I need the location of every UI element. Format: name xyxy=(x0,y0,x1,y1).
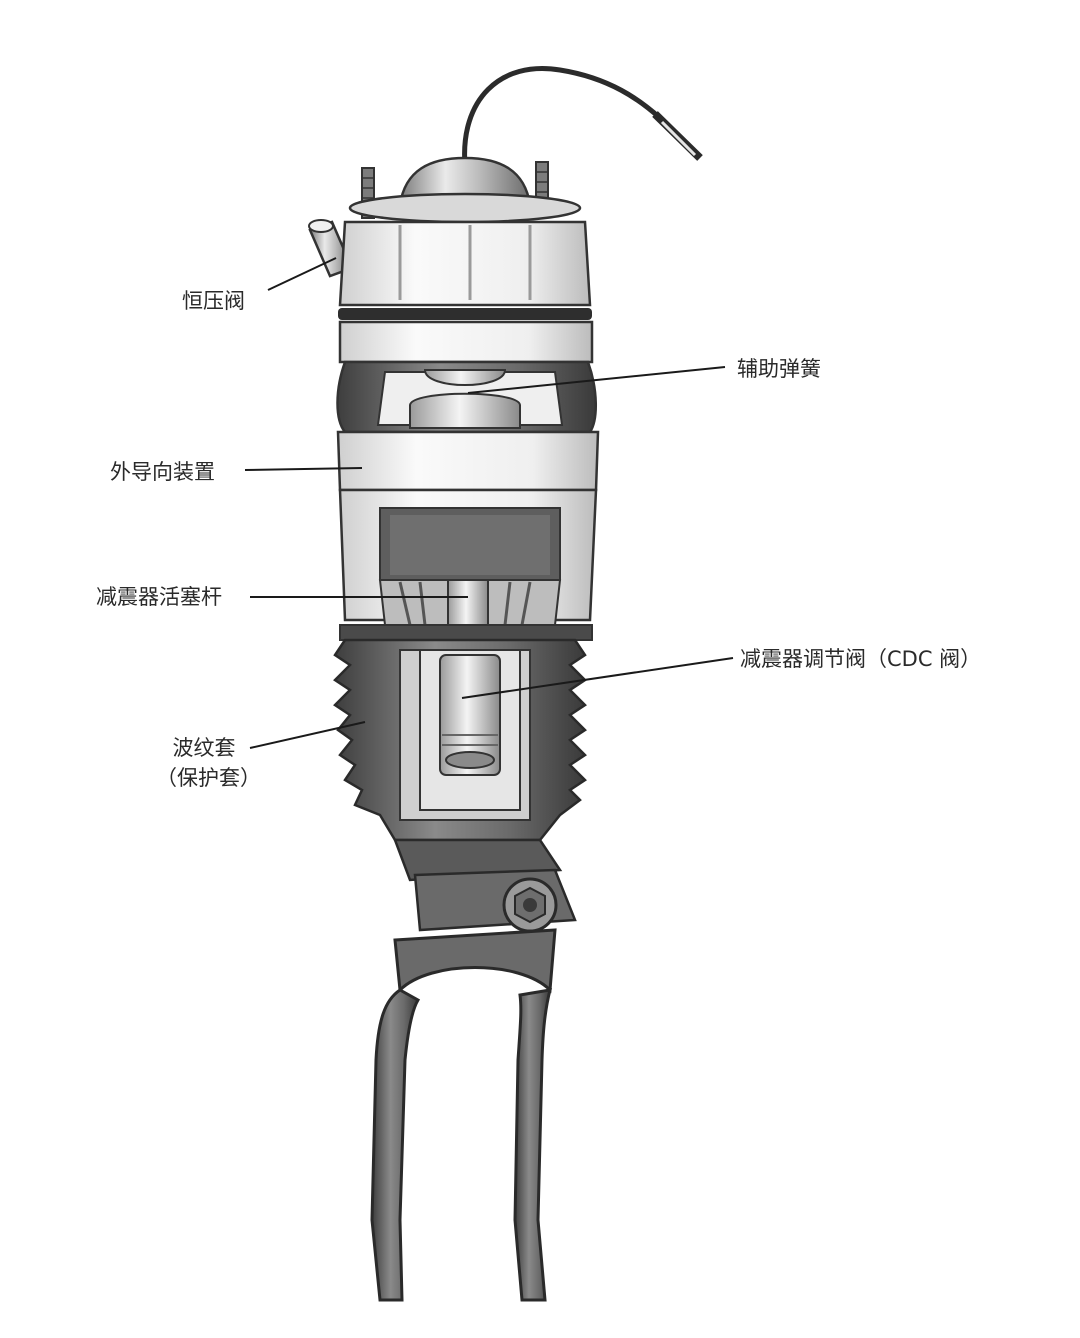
leader-line-aux-spring xyxy=(467,366,726,394)
cdc-damping-valve xyxy=(419,649,521,811)
leader-line-cdc-valve xyxy=(461,657,734,699)
label-piston-rod: 减震器活塞杆 xyxy=(96,585,222,609)
leader-line-pressure-valve xyxy=(267,257,337,291)
label-bellows-line1: 波纹套 xyxy=(172,736,236,760)
leader-line-outer-guide xyxy=(244,467,363,471)
top-cap-housing xyxy=(338,220,594,364)
lower-fork xyxy=(370,928,557,1302)
upper-air-chamber xyxy=(336,360,598,434)
label-cdc-valve: 减震器调节阀（CDC 阀） xyxy=(740,647,982,671)
label-pressure-retention-valve: 恒压阀 xyxy=(182,289,245,313)
label-bellows-line2: （保护套） xyxy=(156,766,261,790)
label-outer-guide: 外导向装置 xyxy=(110,460,215,484)
damper-piston-rod xyxy=(378,579,562,631)
lower-mount-bracket xyxy=(393,838,577,933)
label-auxiliary-spring: 辅助弹簧 xyxy=(737,357,821,381)
sensor-cable xyxy=(462,66,703,166)
label-bellows: 波纹套 （保护套） xyxy=(156,733,261,793)
leader-line-bellows xyxy=(249,721,366,749)
top-mount-dome xyxy=(348,156,582,224)
leader-lines xyxy=(244,257,734,749)
